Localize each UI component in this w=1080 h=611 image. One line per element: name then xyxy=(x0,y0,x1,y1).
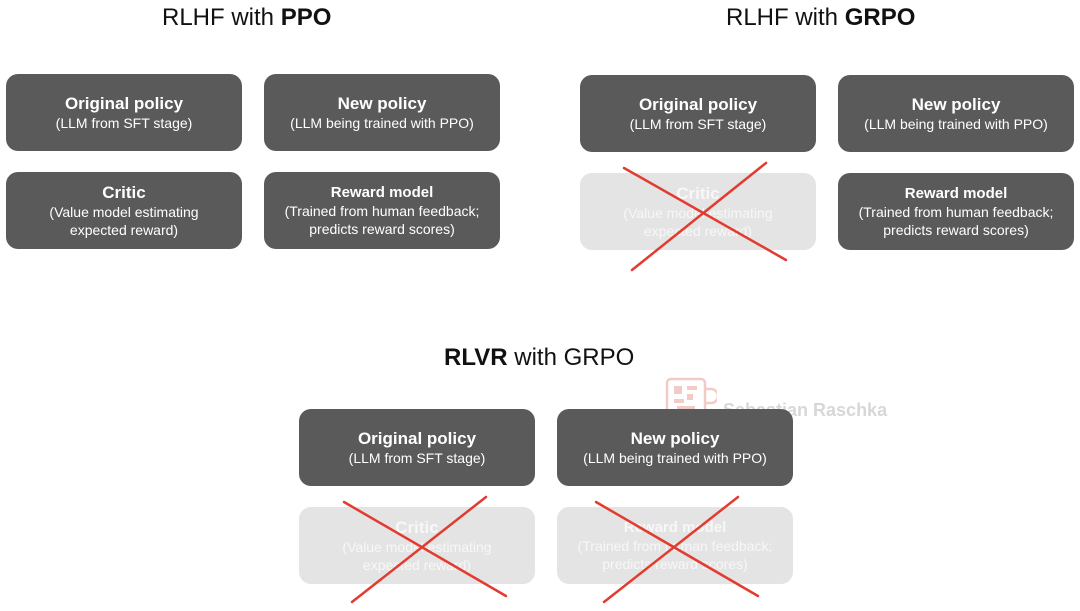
ppo-critic-box: Critic (Value model estimating expected … xyxy=(6,172,242,249)
rlvr-section-title: RLVR with GRPO xyxy=(444,344,634,372)
box-subtitle: (LLM being trained with PPO) xyxy=(290,115,474,131)
box-subtitle: (Trained from human feedback; xyxy=(858,204,1054,220)
grpo-new-policy-box: New policy (LLM being trained with PPO) xyxy=(838,75,1074,152)
ppo-title-prefix: RLHF with xyxy=(162,4,281,31)
box-subtitle: (Value model estimating xyxy=(342,539,492,555)
box-title: Reward model xyxy=(623,519,727,536)
box-subtitle: predicts reward scores) xyxy=(883,222,1029,238)
grpo-title-bold: GRPO xyxy=(844,4,916,31)
ppo-section-title: RLHF with PPO xyxy=(162,4,331,32)
ppo-new-policy-box: New policy (LLM being trained with PPO) xyxy=(264,74,500,151)
grpo-original-policy-box: Original policy (LLM from SFT stage) xyxy=(580,75,816,152)
box-subtitle: (Trained from human feedback; xyxy=(284,203,480,219)
rlvr-critic-box-removed: Critic (Value model estimating expected … xyxy=(299,507,535,584)
box-title: Critic xyxy=(102,183,146,202)
box-subtitle: predicts reward scores) xyxy=(309,221,455,237)
box-title: New policy xyxy=(337,94,427,113)
box-title: New policy xyxy=(630,429,720,448)
box-subtitle: (Value model estimating xyxy=(49,204,199,220)
rlvr-reward-model-box-removed: Reward model (Trained from human feedbac… xyxy=(557,507,793,584)
box-subtitle: (LLM from SFT stage) xyxy=(629,116,767,132)
box-subtitle: (Trained from human feedback; xyxy=(577,538,773,554)
rlvr-new-policy-box: New policy (LLM being trained with PPO) xyxy=(557,409,793,486)
ppo-title-bold: PPO xyxy=(280,4,332,31)
box-title: Reward model xyxy=(330,184,434,201)
box-title: New policy xyxy=(911,95,1001,114)
box-subtitle: (LLM from SFT stage) xyxy=(348,450,486,466)
grpo-title-prefix: RLHF with xyxy=(726,4,845,31)
ppo-original-policy-box: Original policy (LLM from SFT stage) xyxy=(6,74,242,151)
box-subtitle: (LLM from SFT stage) xyxy=(55,115,193,131)
box-subtitle: expected reward) xyxy=(362,557,472,573)
grpo-section-title: RLHF with GRPO xyxy=(726,4,915,32)
grpo-reward-model-box: Reward model (Trained from human feedbac… xyxy=(838,173,1074,250)
rlvr-original-policy-box: Original policy (LLM from SFT stage) xyxy=(299,409,535,486)
box-title: Critic xyxy=(676,184,720,203)
ppo-reward-model-box: Reward model (Trained from human feedbac… xyxy=(264,172,500,249)
box-subtitle: expected reward) xyxy=(643,223,753,239)
box-subtitle: (Value model estimating xyxy=(623,205,773,221)
grpo-critic-box-removed: Critic (Value model estimating expected … xyxy=(580,173,816,250)
box-title: Original policy xyxy=(357,429,477,448)
box-subtitle: predicts reward scores) xyxy=(602,556,748,572)
box-title: Critic xyxy=(395,518,439,537)
box-subtitle: (LLM being trained with PPO) xyxy=(864,116,1048,132)
box-subtitle: (LLM being trained with PPO) xyxy=(583,450,767,466)
rlvr-title-bold: RLVR xyxy=(444,344,508,371)
box-title: Original policy xyxy=(64,94,184,113)
box-title: Reward model xyxy=(904,185,1008,202)
rlvr-title-suffix: with GRPO xyxy=(507,344,635,371)
box-title: Original policy xyxy=(638,95,758,114)
box-subtitle: expected reward) xyxy=(69,222,179,238)
